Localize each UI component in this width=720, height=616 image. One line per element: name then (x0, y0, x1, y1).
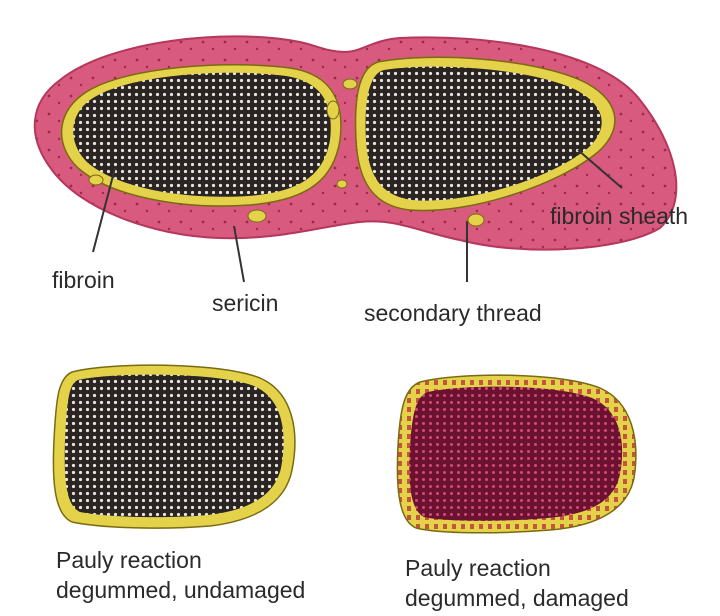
caption-left-line1: Pauly reaction (56, 545, 202, 575)
secondary-thread (248, 210, 266, 222)
label-sericin: sericin (212, 288, 278, 318)
fibroin-damaged (409, 387, 622, 521)
secondary-thread (468, 214, 484, 226)
caption-left-line2: degummed, undamaged (56, 575, 305, 605)
caption-right-line1: Pauly reaction (405, 553, 551, 583)
label-fibroin-sheath: fibroin sheath (550, 201, 688, 231)
fibroin-undamaged (65, 375, 284, 518)
secondary-thread (327, 101, 339, 119)
label-secondary-thread: secondary thread (364, 298, 542, 328)
secondary-thread (337, 180, 347, 188)
secondary-thread (343, 79, 357, 89)
caption-right-line2: degummed, damaged (405, 583, 629, 613)
label-fibroin: fibroin (52, 265, 115, 295)
secondary-thread (89, 175, 103, 185)
